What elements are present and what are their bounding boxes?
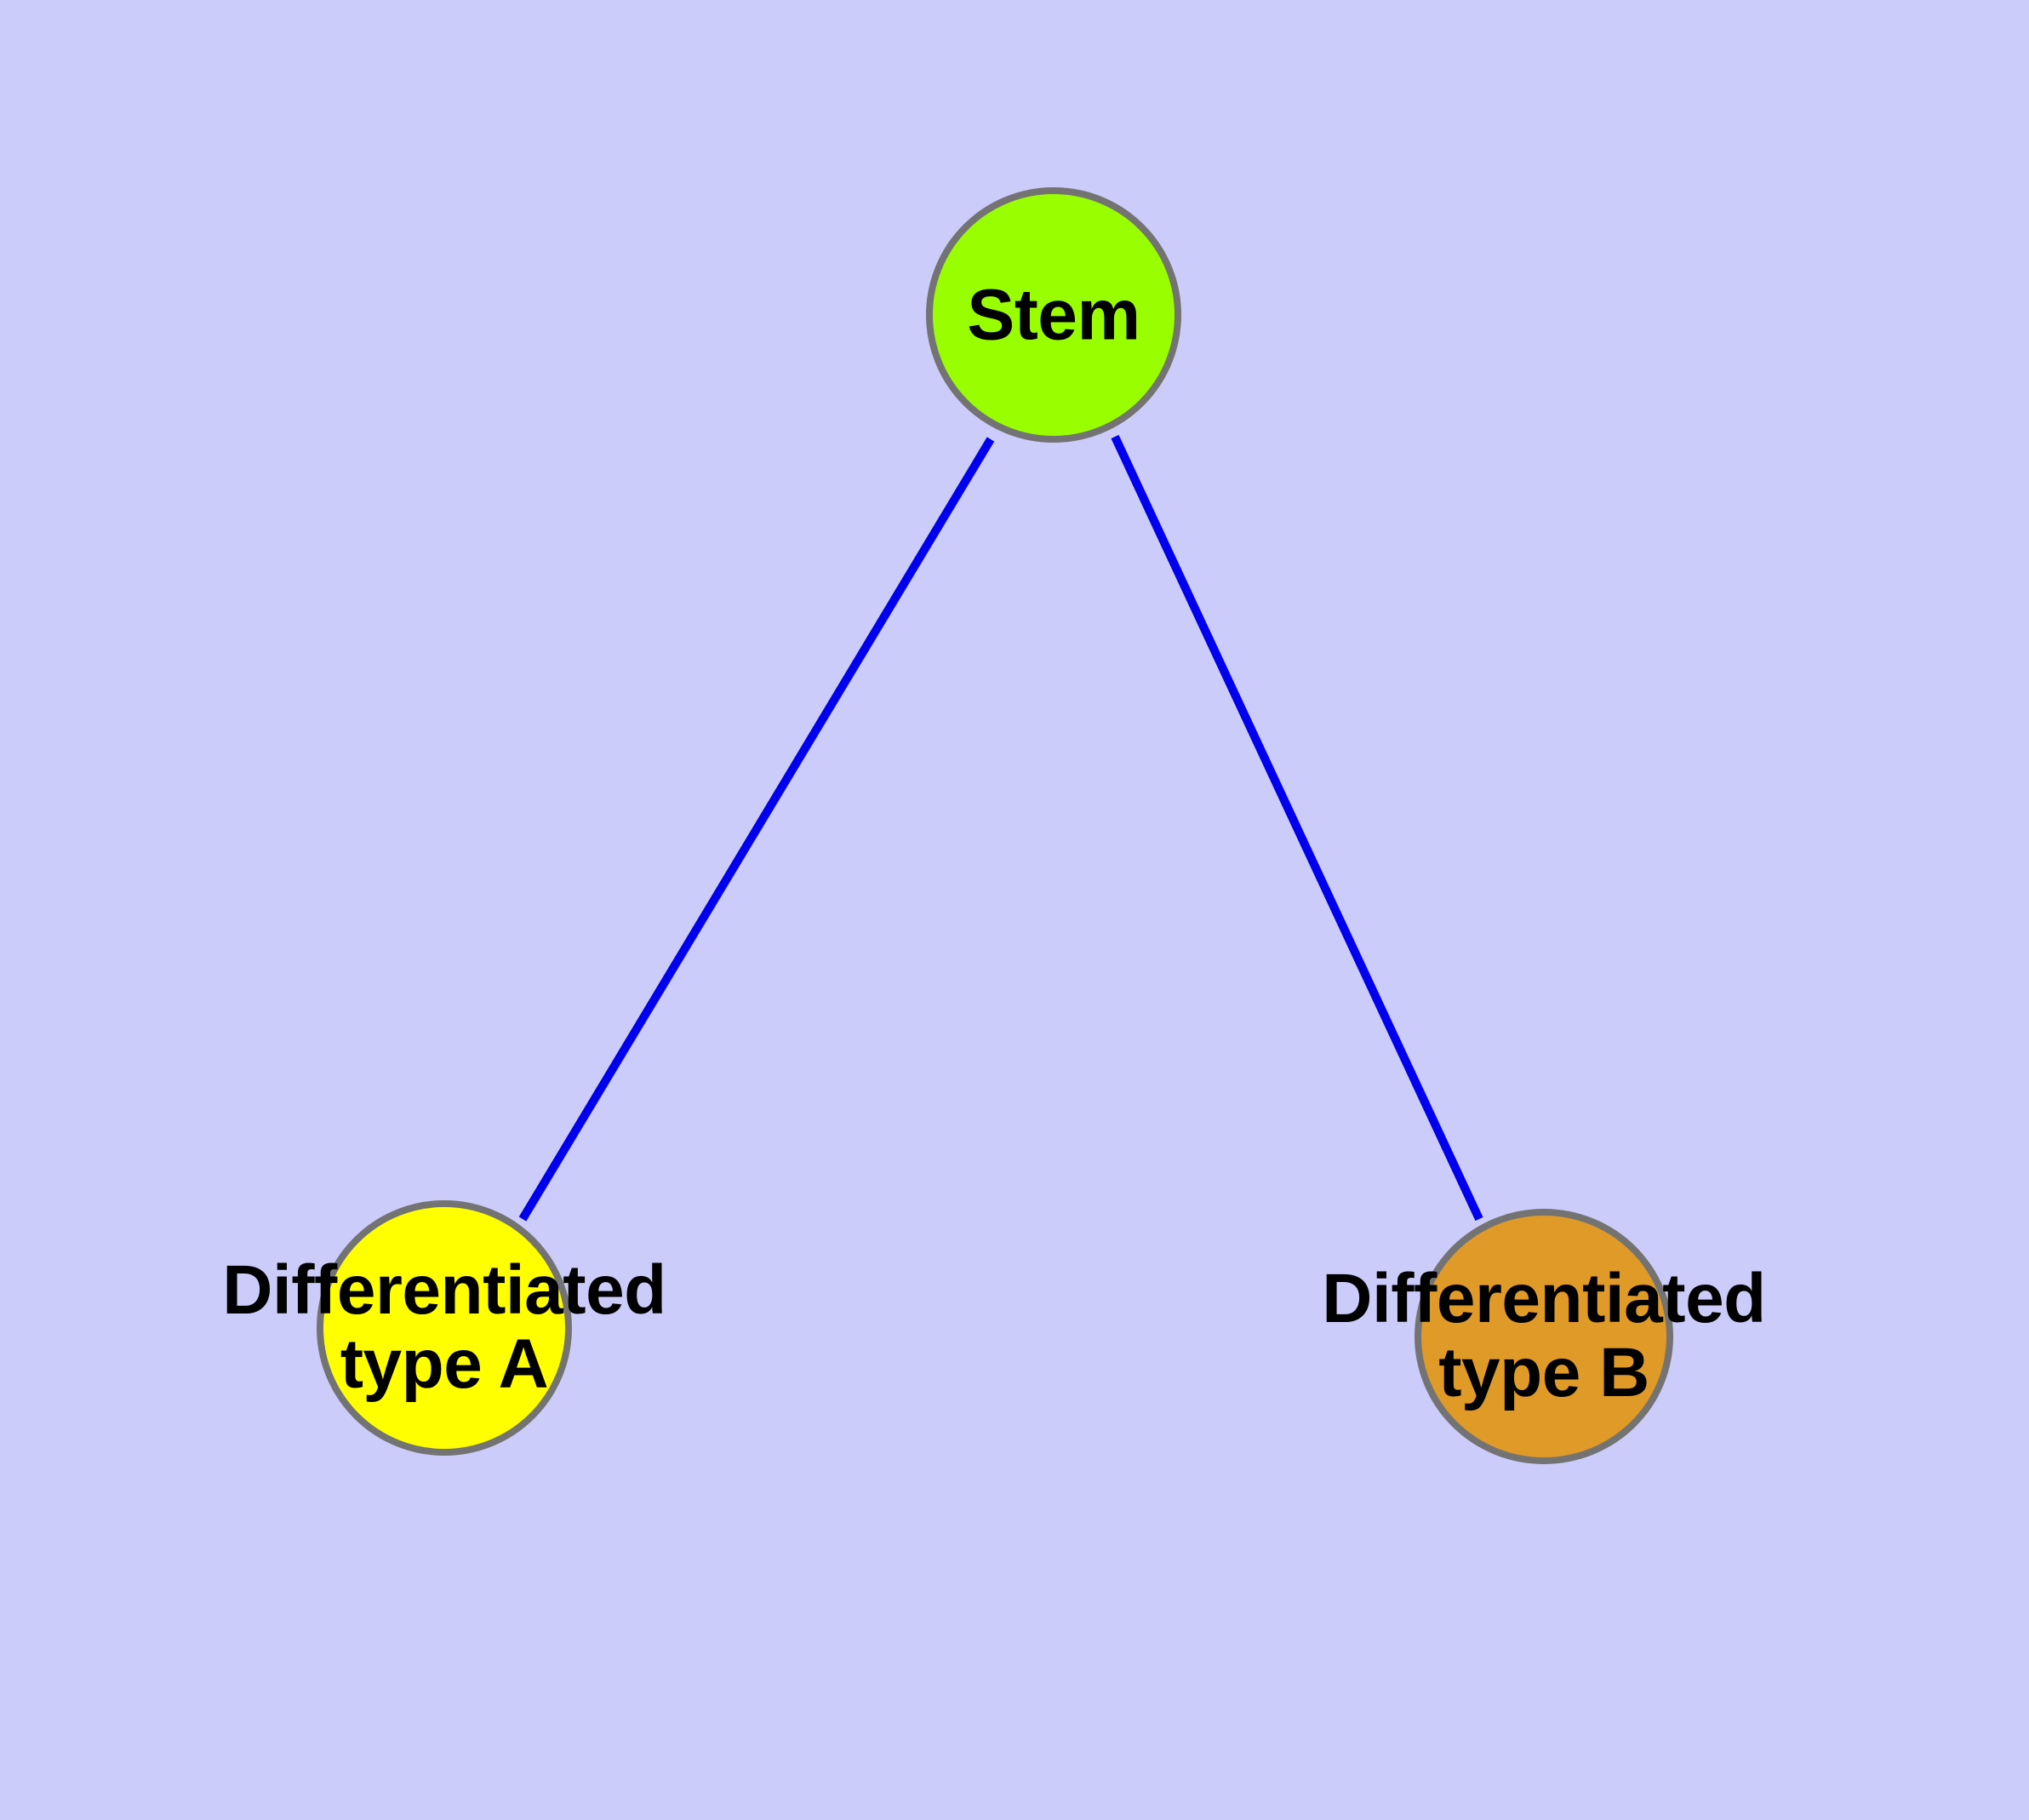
node-stem-label: Stem <box>967 274 1140 355</box>
edge-stem-to-differentiated-type-a <box>518 437 995 1222</box>
node-differentiated-type-b[interactable]: Differentiated type B <box>1322 1209 1766 1464</box>
edge-stem-to-differentiated-type-b <box>1111 434 1483 1222</box>
label-line-2: type B <box>1438 1334 1649 1411</box>
label-line-2: type A <box>340 1325 549 1403</box>
node-stem[interactable]: Stem <box>926 187 1181 443</box>
node-differentiated-type-a[interactable]: Differentiated type A <box>222 1200 666 1456</box>
